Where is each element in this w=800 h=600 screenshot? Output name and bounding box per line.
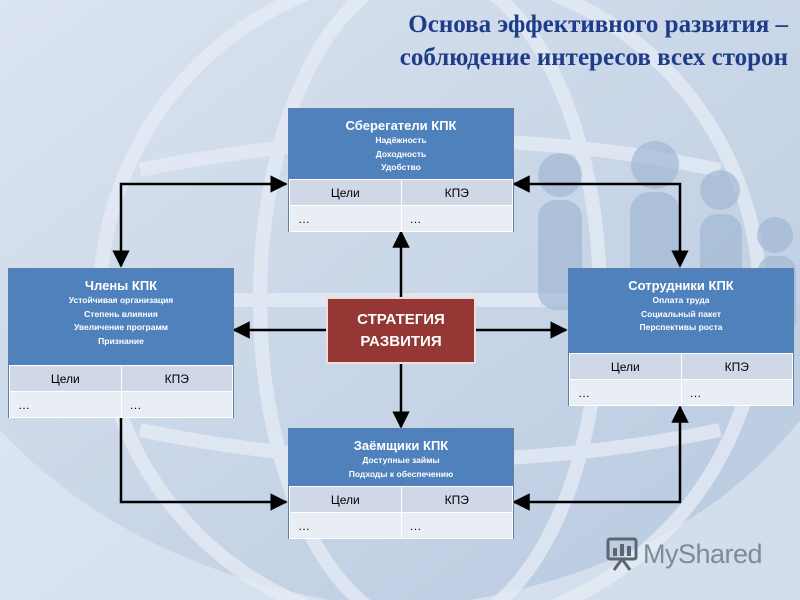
members-item: Увеличение программ [73,322,169,332]
borrowers-item: Доступные займы [362,455,440,465]
page-title-line1: Основа эффективного развития – [408,11,788,38]
savers-goals-value: … [289,205,402,232]
borrowers-box: Заёмщики КПК Доступные займы Подходы к о… [288,428,514,539]
savers-box: Сберегатели КПК Надёжность Доходность Уд… [288,108,514,232]
borrowers-kpi-header: КПЭ [400,486,513,513]
borrowers-kpi-value: … [400,512,513,539]
members-kpi-value: … [120,391,233,418]
members-goals-value: … [9,391,122,418]
staff-goals-header: Цели [569,353,682,380]
borrowers-item: Подходы к обеспечению [348,468,454,479]
members-kpi-header: КПЭ [120,365,233,392]
members-goals-header: Цели [9,365,122,392]
savers-kpi-value: … [400,205,513,232]
staff-title: Сотрудники КПК [628,278,734,293]
members-box: Члены КПК Устойчивая организация Степень… [8,268,234,418]
members-item: Устойчивая организация [68,295,174,305]
savers-item: Надёжность [375,135,427,145]
borrowers-title: Заёмщики КПК [353,438,449,453]
myshared-logo: MyShared [605,536,763,572]
logo-text: MyShared [643,538,763,569]
strategy-line1: СТРАТЕГИЯ [357,310,445,328]
page-title-line2: соблюдение интересов всех сторон [399,44,788,71]
staff-header: Сотрудники КПК Оплата труда Социальный п… [569,269,793,353]
savers-kpi-header: КПЭ [400,179,513,206]
savers-title: Сберегатели КПК [345,118,457,133]
savers-header: Сберегатели КПК Надёжность Доходность Уд… [289,109,513,179]
presentation-board-icon [606,537,638,571]
members-item: Степень влияния [84,308,158,319]
staff-item: Перспективы роста [639,322,723,332]
members-title: Члены КПК [84,278,158,293]
savers-item: Удобство [381,162,421,172]
savers-item: Доходность [375,148,427,159]
members-item: Признание [98,335,144,346]
strategy-box: СТРАТЕГИЯ РАЗВИТИЯ [326,297,476,364]
savers-goals-header: Цели [289,179,402,206]
staff-item: Оплата труда [652,295,710,305]
staff-kpi-value: … [680,379,793,406]
borrowers-header: Заёмщики КПК Доступные займы Подходы к о… [289,429,513,486]
page-title: Основа эффективного развития – соблюдени… [400,8,788,74]
staff-box: Сотрудники КПК Оплата труда Социальный п… [568,268,794,406]
borrowers-goals-value: … [289,512,402,539]
staff-kpi-header: КПЭ [680,353,793,380]
staff-goals-value: … [569,379,682,406]
borrowers-goals-header: Цели [289,486,402,513]
members-header: Члены КПК Устойчивая организация Степень… [9,269,233,365]
strategy-line2: РАЗВИТИЯ [360,332,442,350]
staff-item: Социальный пакет [640,308,721,319]
